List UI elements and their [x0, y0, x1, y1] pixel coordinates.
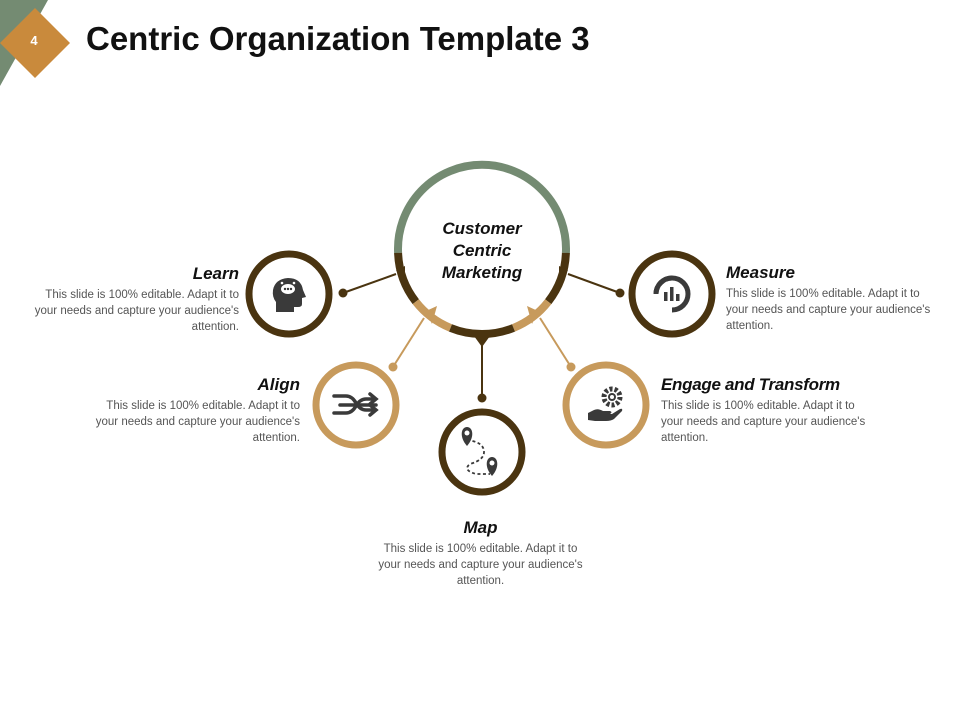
slide-title: Centric Organization Template 3 — [86, 20, 590, 57]
satellite-measure — [628, 250, 716, 338]
hub-notch-right — [559, 266, 568, 286]
satellite-map — [438, 408, 526, 496]
satellite-align — [312, 361, 400, 449]
connector-dot-engage — [566, 362, 576, 372]
hub-label: Customer Centric Marketing — [441, 219, 523, 282]
align-block: Align This slide is 100% editable. Adapt… — [85, 375, 300, 446]
engage-description: This slide is 100% editable. Adapt it to… — [661, 400, 866, 444]
slide-number: 4 — [30, 33, 38, 48]
hand-gear-icon — [588, 386, 623, 421]
measure-block: Measure This slide is 100% editable. Ada… — [726, 263, 941, 334]
connector-dot-measure — [615, 288, 625, 298]
map-block: Map This slide is 100% editable. Adapt i… — [373, 518, 588, 589]
measure-description: This slide is 100% editable. Adapt it to… — [726, 288, 931, 332]
engage-title: Engage and Transform — [661, 375, 840, 394]
hub-ring — [394, 160, 570, 347]
map-title: Map — [463, 518, 498, 537]
hub-notch-lower-left — [426, 306, 437, 324]
hub-notch-left — [396, 266, 405, 286]
align-title: Align — [257, 375, 301, 394]
align-description: This slide is 100% editable. Adapt it to… — [95, 400, 300, 444]
map-description: This slide is 100% editable. Adapt it to… — [378, 543, 583, 587]
chart-gauge-icon — [653, 275, 691, 313]
engage-block: Engage and Transform This slide is 100% … — [661, 375, 876, 446]
learn-block: Learn This slide is 100% editable. Adapt… — [24, 264, 239, 335]
measure-title: Measure — [726, 263, 795, 282]
connector-engage — [539, 317, 572, 368]
map-ring — [438, 408, 526, 496]
connectors — [338, 273, 625, 403]
hub-arc-top — [394, 160, 570, 254]
connector-dot-map — [477, 393, 487, 403]
slide-number-diamond — [0, 8, 70, 78]
connector-measure — [567, 273, 621, 294]
learn-title: Learn — [192, 264, 239, 283]
satellite-engage — [562, 361, 650, 449]
connector-dot-learn — [338, 288, 348, 298]
connector-align — [392, 317, 425, 368]
route-pins-icon — [461, 427, 498, 476]
hub-notch-bottom — [474, 336, 490, 347]
satellite-learn — [245, 250, 333, 338]
hub-arc-bottom — [449, 324, 515, 338]
hub-notch-lower-right — [527, 306, 538, 324]
connector-learn — [342, 273, 397, 294]
connector-dot-align — [388, 362, 398, 372]
shuffle-arrows-icon — [332, 392, 379, 417]
learn-description: This slide is 100% editable. Adapt it to… — [34, 289, 239, 333]
head-idea-icon — [272, 278, 306, 312]
